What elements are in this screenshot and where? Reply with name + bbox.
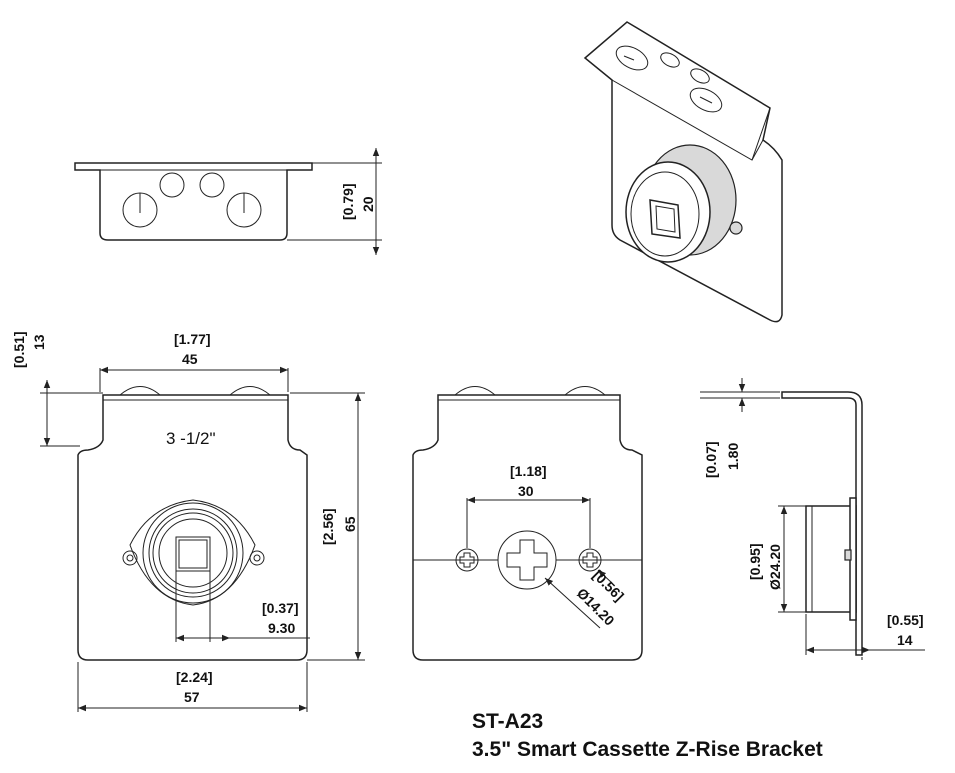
boss-dia-in: [0.95]: [747, 543, 763, 580]
top-height-mm: 20: [360, 196, 376, 212]
front-height-mm: 65: [342, 516, 358, 532]
boss-dia-mm: Ø24.20: [767, 544, 783, 590]
product-description: 3.5" Smart Cassette Z-Rise Bracket: [472, 738, 823, 761]
model-number: ST-A23: [472, 710, 544, 733]
top-view: [0.79] 20: [74, 148, 382, 255]
tab-in: [0.51]: [11, 331, 27, 368]
hole-spacing-mm: 30: [518, 483, 534, 499]
offset-in: [0.37]: [262, 600, 299, 616]
side-view: [0.07] 1.80 [0.95] Ø24.20 [0.55] 14: [700, 378, 925, 660]
width-mm: 57: [184, 689, 200, 705]
hole-spacing-in: [1.18]: [510, 463, 547, 479]
isometric-view: [583, 21, 783, 323]
tab-width-in: [1.77]: [174, 331, 211, 347]
thickness-mm: 1.80: [725, 443, 741, 470]
tab-mm: 13: [31, 334, 47, 350]
part-size-label: 3 -1/2": [166, 429, 216, 448]
top-height-in: [0.79]: [340, 183, 356, 220]
thickness-in: [0.07]: [703, 441, 719, 478]
front-height-in: [2.56]: [320, 508, 336, 545]
width-in: [2.24]: [176, 669, 213, 685]
front-view-middle: [1.18] 30 [0.56] Ø14.20: [412, 386, 643, 661]
depth-mm: 14: [897, 632, 913, 648]
tab-width-mm: 45: [182, 351, 198, 367]
offset-mm: 9.30: [268, 620, 295, 636]
depth-in: [0.55]: [887, 612, 924, 628]
front-view-left: 3 -1/2" [1.77] 45 [0.51] 13 [2.56] 65 [0…: [11, 331, 365, 712]
